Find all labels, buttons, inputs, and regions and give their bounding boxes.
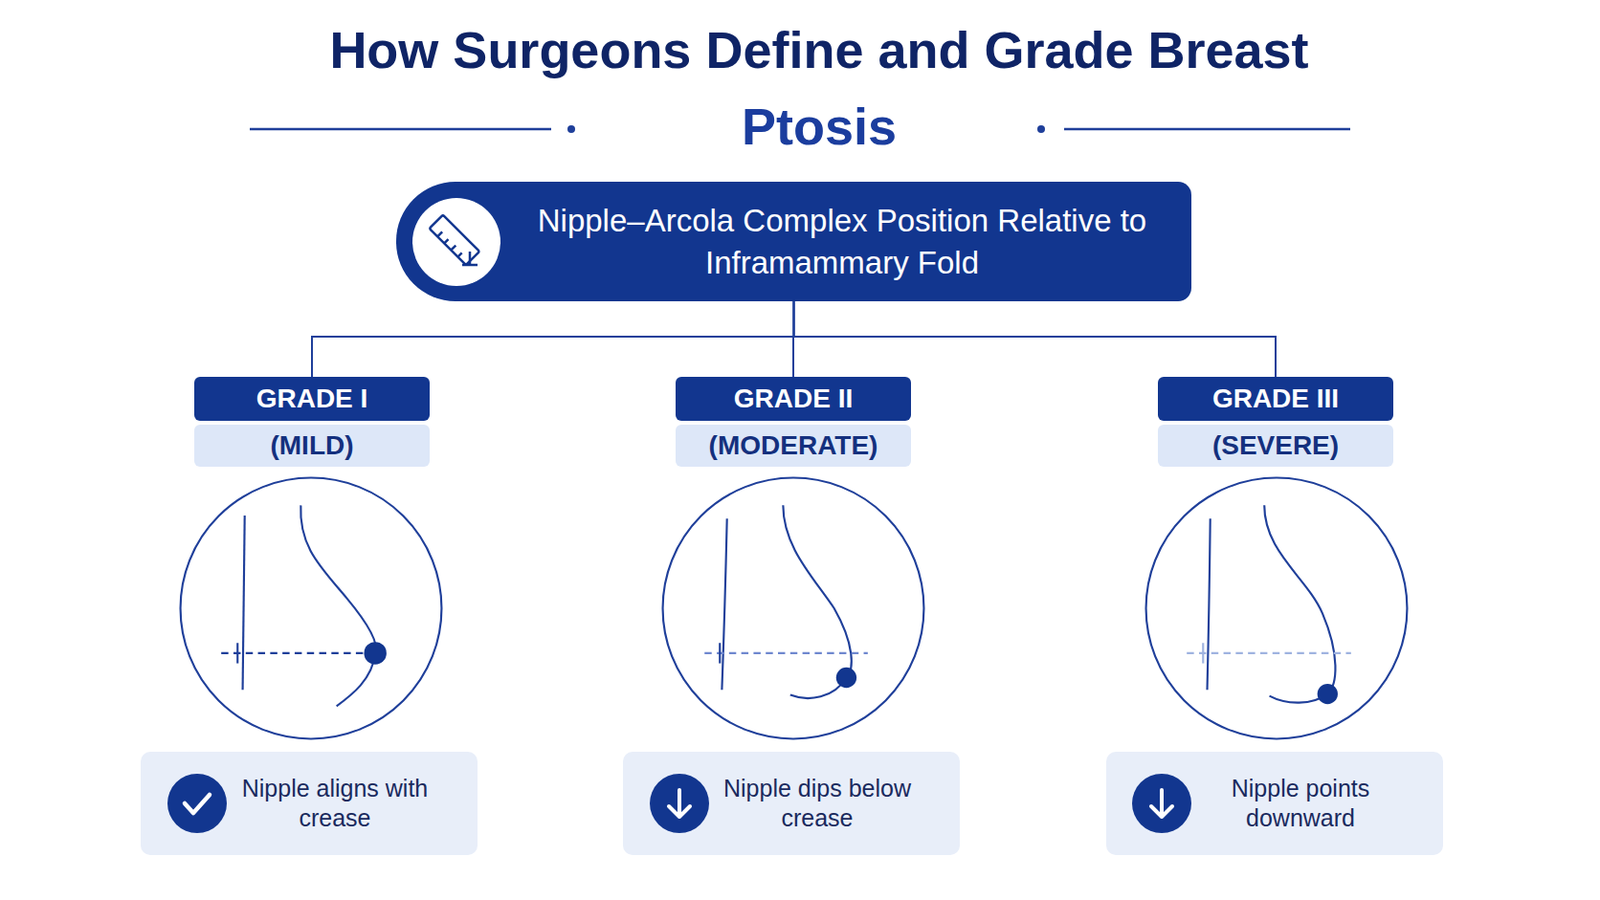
severity-label: (MODERATE) (675, 424, 912, 467)
description-text: Nipple points downward (1204, 774, 1397, 834)
breast-contour (300, 505, 377, 707)
breast-contour (782, 505, 851, 699)
criterion-text: Nipple–Arcola Complex Position Relative … (535, 200, 1149, 285)
icon-circle (412, 198, 501, 287)
fold-level-line (704, 652, 868, 655)
icon-circle (167, 774, 227, 834)
nipple-dot (363, 642, 386, 665)
ruler-icon (412, 198, 501, 287)
rule-line (249, 128, 552, 132)
breast-profile-illustration (1146, 478, 1408, 740)
ruler-body (429, 215, 480, 266)
criterion-box: Nipple–Arcola Complex Position Relative … (396, 181, 1192, 302)
rule-dot (567, 125, 576, 134)
severity-label: (SEVERE) (1157, 424, 1394, 467)
breast-contour (1264, 505, 1335, 703)
description-box: Nipple points downward (1106, 752, 1444, 856)
grade-label: GRADE I (194, 377, 430, 422)
fold-level-line (1186, 652, 1352, 655)
description-box: Nipple aligns with crease (140, 752, 478, 856)
arrow-mark (1151, 790, 1173, 818)
diagram-title: How Surgeons Define and Grade Breast Pto… (311, 11, 1327, 165)
illustration-circle (180, 478, 443, 740)
grade-header: GRADE II(MODERATE) (675, 377, 912, 467)
nipple-dot (836, 667, 857, 689)
tick-mark (1201, 643, 1204, 664)
check-icon (167, 774, 227, 834)
tree-connector (792, 301, 796, 378)
description-box: Nipple dips below crease (622, 752, 960, 856)
down-arrow-icon (1132, 774, 1192, 834)
ruler-ticks (437, 231, 463, 257)
nipple-dot (1317, 684, 1338, 705)
grade-header: GRADE III(SEVERE) (1157, 377, 1394, 467)
tree-connector (311, 301, 795, 378)
icon-circle (649, 774, 710, 834)
severity-label: (MILD) (194, 424, 430, 467)
breast-profile-illustration (180, 478, 443, 740)
check-mark (184, 795, 210, 814)
illustration-circle (663, 478, 925, 740)
chest-wall-line (243, 515, 245, 690)
tick-mark (236, 643, 239, 664)
chest-wall-line (1207, 518, 1211, 690)
grade-label: GRADE II (675, 377, 912, 422)
grade-label: GRADE III (1157, 377, 1394, 422)
chest-wall-line (721, 518, 727, 690)
icon-circle (1132, 774, 1192, 834)
ruler-base (462, 251, 478, 266)
tree-connector (794, 301, 1277, 378)
grade-header: GRADE I(MILD) (194, 377, 430, 467)
description-text: Nipple dips below crease (721, 774, 913, 834)
down-arrow-icon (649, 774, 710, 834)
rule-dot (1037, 125, 1045, 134)
tick-mark (718, 643, 721, 664)
description-text: Nipple aligns with crease (239, 774, 431, 834)
arrow-mark (668, 790, 690, 818)
breast-profile-illustration (663, 478, 925, 740)
fold-level-line (221, 652, 376, 655)
rule-line (1064, 128, 1351, 132)
illustration-circle (1146, 478, 1408, 740)
